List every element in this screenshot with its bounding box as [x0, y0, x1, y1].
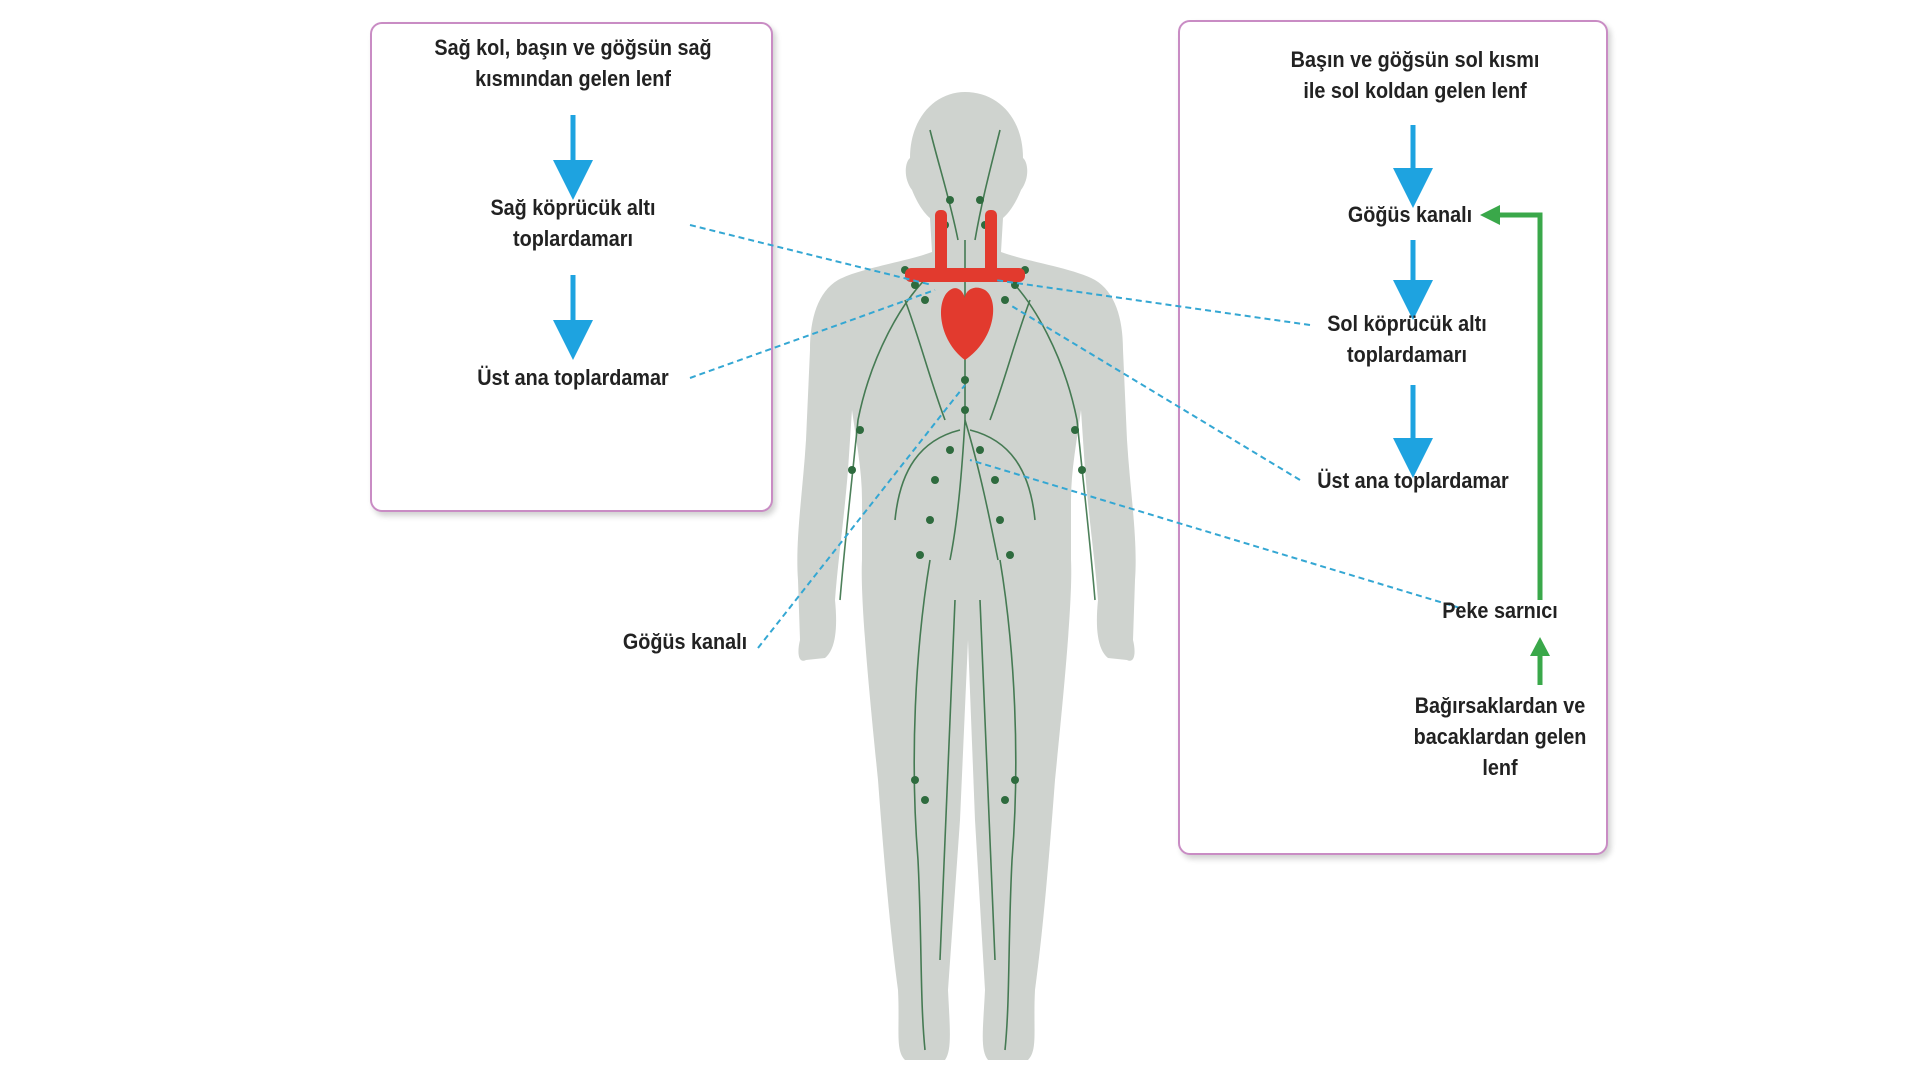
- arrowhead-left-icon: [1480, 205, 1500, 225]
- cistern-label: Peke sarnıcı: [1442, 598, 1558, 623]
- up-arrow-to-duct: [1495, 212, 1543, 600]
- heart-and-great-vessels: [905, 210, 1025, 360]
- thoracic-duct-label: Göğüs kanalı: [1347, 202, 1473, 227]
- left-side-drainage-panel: [1178, 20, 1608, 855]
- arrowhead-up-icon: [1530, 637, 1550, 656]
- body-silhouette: [797, 92, 1136, 1060]
- left-vena-cava-label: Üst ana toplardamar: [1317, 468, 1509, 493]
- right-vena-cava-label: Üst ana toplardamar: [477, 365, 669, 390]
- right-subclavian-vein-label: Sağ köprücük altı toplardamarı: [490, 195, 656, 251]
- cistern-return-arrow: [1480, 205, 1550, 685]
- intestines-legs-source-label: Bağırsaklardan ve bacaklardan gelen lenf: [1413, 693, 1587, 780]
- left-source-label: Başın ve göğsün sol kısmı ile sol koldan…: [1290, 47, 1540, 103]
- leader-lines: [689, 224, 1461, 649]
- lymph-vessels: [839, 129, 1096, 1051]
- human-body-figure: [797, 92, 1136, 1060]
- right-side-drainage-panel: [370, 22, 773, 512]
- flow-arrows: [553, 115, 1433, 478]
- thoracic-duct-outside-label: Göğüs kanalı: [622, 629, 748, 654]
- left-subclavian-vein-label: Sol köprücük altı toplardamarı: [1327, 311, 1487, 367]
- right-source-label: Sağ kol, başın ve göğsün sağ kısmından g…: [434, 35, 712, 91]
